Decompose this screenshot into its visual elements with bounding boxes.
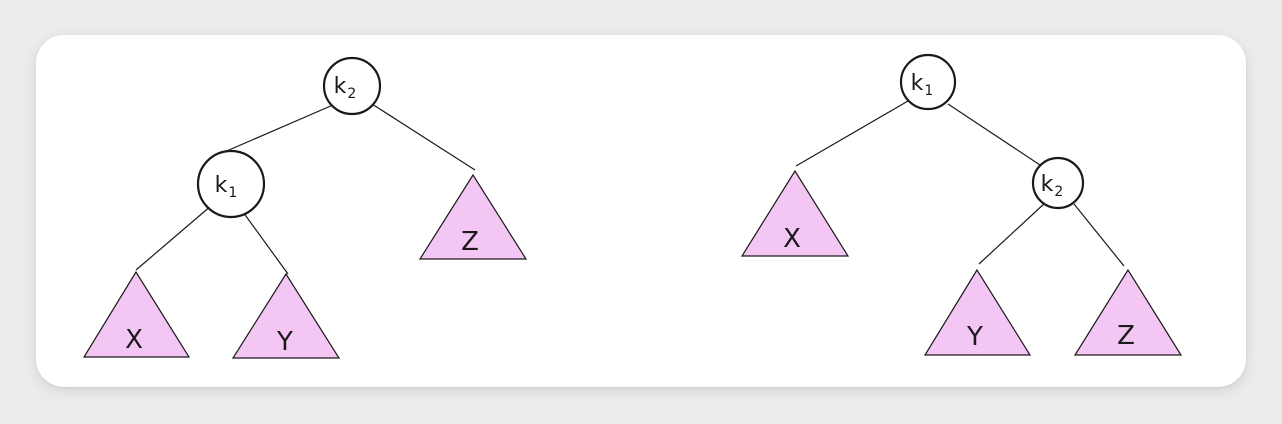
node-k1-main: k xyxy=(911,71,924,96)
svg-text:k2: k2 xyxy=(1041,172,1064,200)
edge-k1-x xyxy=(135,204,213,271)
subtree-y-label: Y xyxy=(966,322,983,352)
subtree-x-label: X xyxy=(125,325,143,355)
node-k1-sub: 1 xyxy=(924,83,933,99)
node-k2-main: k xyxy=(334,74,347,99)
edge-k2-z xyxy=(1073,203,1125,267)
node-k2: k2 xyxy=(1031,156,1085,210)
edge-k2-k1 xyxy=(221,104,334,154)
edge-k2-z xyxy=(371,103,476,171)
node-k2-sub: 2 xyxy=(347,86,356,102)
subtree-y: Y xyxy=(923,268,1032,356)
edge-k1-k2 xyxy=(947,103,1041,166)
tree-before: X Y Z k2 k1 xyxy=(82,56,528,359)
node-k2: k2 xyxy=(322,56,382,116)
edge-k1-x xyxy=(795,100,909,167)
node-k2-sub: 2 xyxy=(1054,184,1063,200)
node-k1: k1 xyxy=(196,149,266,219)
subtree-y-label: Y xyxy=(276,327,293,357)
tree-after: X Y Z k1 k2 xyxy=(740,53,1183,356)
edge-k2-y xyxy=(978,201,1047,265)
subtree-z: Z xyxy=(1073,268,1183,356)
node-k1-sub: 1 xyxy=(228,185,237,201)
subtree-x: X xyxy=(82,270,191,358)
subtree-x: X xyxy=(740,169,850,257)
subtree-z-label: Z xyxy=(461,227,479,257)
node-k1-main: k xyxy=(215,173,228,198)
svg-text:k2: k2 xyxy=(334,74,357,102)
edge-k1-y xyxy=(242,211,289,275)
node-k1: k1 xyxy=(899,53,957,111)
svg-text:k1: k1 xyxy=(215,173,238,201)
subtree-x-label: X xyxy=(783,224,801,254)
subtree-y: Y xyxy=(231,272,341,359)
subtree-z-label: Z xyxy=(1117,321,1135,351)
svg-text:k1: k1 xyxy=(911,71,934,99)
node-k2-main: k xyxy=(1041,172,1054,197)
subtree-z: Z xyxy=(418,173,528,260)
